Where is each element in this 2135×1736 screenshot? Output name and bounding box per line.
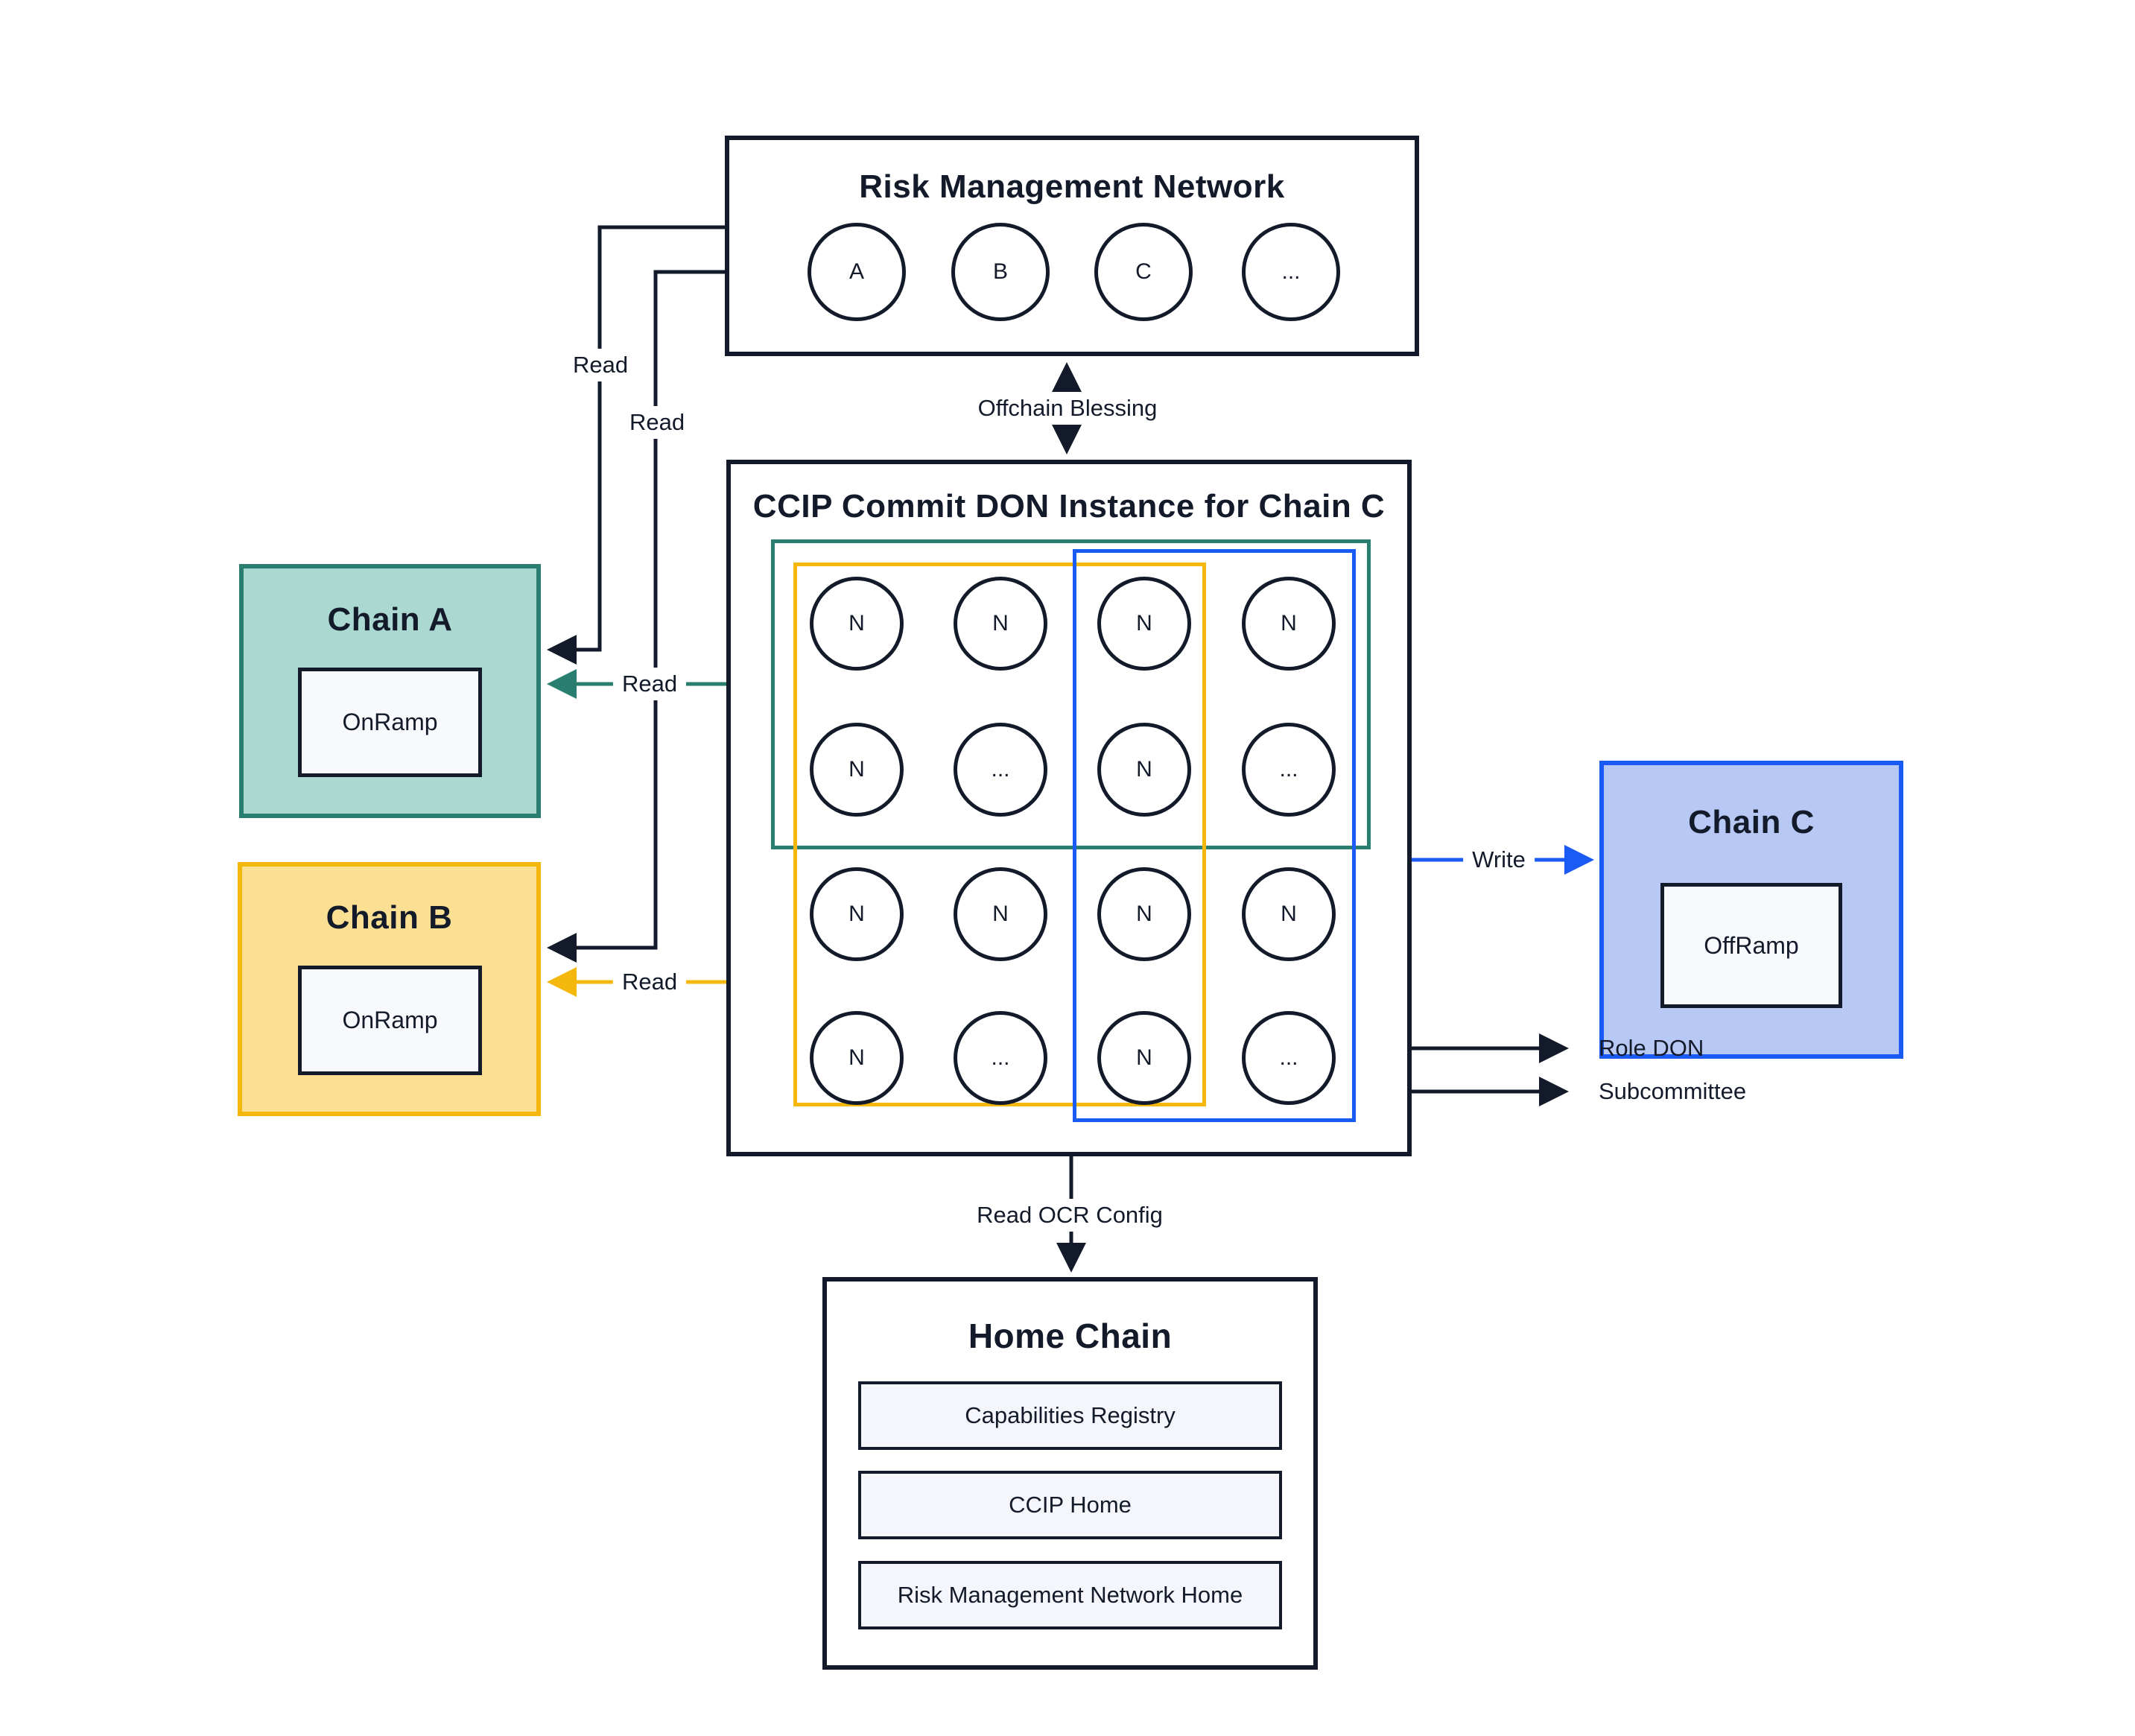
don-node: N	[810, 577, 904, 671]
don-node-label: N	[1281, 902, 1297, 926]
read-ocr-config-label: Read OCR Config	[968, 1199, 1172, 1232]
offramp-label: OffRamp	[1704, 931, 1799, 959]
don-node-label: N	[1136, 902, 1152, 926]
chain-b-title: Chain B	[326, 899, 453, 936]
don-node-label: ...	[1279, 1045, 1298, 1070]
don-node: ...	[1242, 723, 1336, 817]
don-node-label: ...	[1279, 757, 1298, 782]
don-node: N	[1242, 867, 1336, 961]
subcommittee-label: Subcommittee	[1599, 1078, 1747, 1104]
chain-c-title: Chain C	[1688, 804, 1815, 840]
read-label-don-to-b: Read	[612, 966, 687, 998]
rmn-node-b: B	[951, 223, 1050, 321]
onramp-label: OnRamp	[342, 1007, 438, 1033]
ccip-home-label: CCIP Home	[1009, 1492, 1132, 1518]
chain-a-onramp-box: OnRamp	[298, 668, 482, 777]
risk-management-network-title: Risk Management Network	[859, 168, 1285, 205]
chain-c-offramp-box: OffRamp	[1660, 883, 1842, 1008]
don-node: N	[954, 577, 1047, 671]
rmn-node-label: A	[848, 259, 864, 284]
don-node-label: N	[992, 902, 1009, 926]
offchain-blessing-label: Offchain Blessing	[968, 392, 1167, 425]
don-node-label: N	[1281, 611, 1297, 636]
capabilities-registry-box: Capabilities Registry	[858, 1381, 1282, 1450]
don-node: N	[1242, 577, 1336, 671]
don-node: N	[1097, 867, 1191, 961]
read-label-don-to-a: Read	[612, 668, 687, 700]
don-node-label: N	[848, 611, 865, 636]
home-chain-box: Home Chain Capabilities Registry CCIP Ho…	[822, 1277, 1318, 1670]
rmn-node-label: C	[1135, 259, 1152, 284]
chain-b-onramp-box: OnRamp	[298, 966, 482, 1075]
rmn-node-label: B	[992, 259, 1008, 284]
don-node: ...	[954, 1011, 1047, 1105]
commit-don-box: CCIP Commit DON Instance for Chain C N N…	[726, 460, 1412, 1156]
don-node-label: N	[848, 757, 865, 782]
don-node-label: N	[1136, 757, 1152, 782]
don-node: ...	[1242, 1011, 1336, 1105]
don-node: N	[810, 867, 904, 961]
rmn-home-label: Risk Management Network Home	[897, 1582, 1243, 1608]
don-node: N	[810, 723, 904, 817]
write-label: Write	[1463, 843, 1535, 876]
read-label-rmn-to-b: Read	[620, 406, 694, 439]
don-node: N	[810, 1011, 904, 1105]
don-node-label: N	[992, 611, 1009, 636]
teal-subset-rect	[771, 539, 1371, 849]
chain-a-title: Chain A	[327, 601, 453, 638]
ccip-home-box: CCIP Home	[858, 1471, 1282, 1539]
don-node: N	[1097, 577, 1191, 671]
rmn-node-more: ...	[1242, 223, 1340, 321]
onramp-label: OnRamp	[342, 709, 438, 735]
don-node-label: N	[848, 1045, 865, 1070]
chain-c-box: Chain C OffRamp	[1599, 761, 1903, 1059]
don-node-label: ...	[991, 1045, 1010, 1070]
role-don-label: Role DON	[1599, 1035, 1704, 1061]
capabilities-registry-label: Capabilities Registry	[965, 1402, 1176, 1428]
don-node: ...	[954, 723, 1047, 817]
read-label-rmn-to-a: Read	[563, 349, 638, 381]
home-chain-title: Home Chain	[968, 1317, 1173, 1355]
don-node-label: N	[848, 902, 865, 926]
commit-don-title: CCIP Commit DON Instance for Chain C	[752, 488, 1386, 525]
don-node-label: N	[1136, 1045, 1152, 1070]
chain-a-box: Chain A OnRamp	[239, 564, 541, 818]
blue-subset-rect	[1073, 549, 1356, 1122]
chain-b-box: Chain B OnRamp	[238, 862, 541, 1116]
don-node-label: N	[1136, 611, 1152, 636]
rmn-node-a: A	[808, 223, 906, 321]
risk-management-network-box: Risk Management Network A B C ...	[725, 136, 1419, 356]
rmn-node-c: C	[1094, 223, 1193, 321]
rmn-home-box: Risk Management Network Home	[858, 1561, 1282, 1629]
rmn-node-label: ...	[1281, 259, 1301, 284]
don-node: N	[1097, 723, 1191, 817]
don-node-label: ...	[991, 757, 1010, 782]
don-node: N	[1097, 1011, 1191, 1105]
don-node: N	[954, 867, 1047, 961]
